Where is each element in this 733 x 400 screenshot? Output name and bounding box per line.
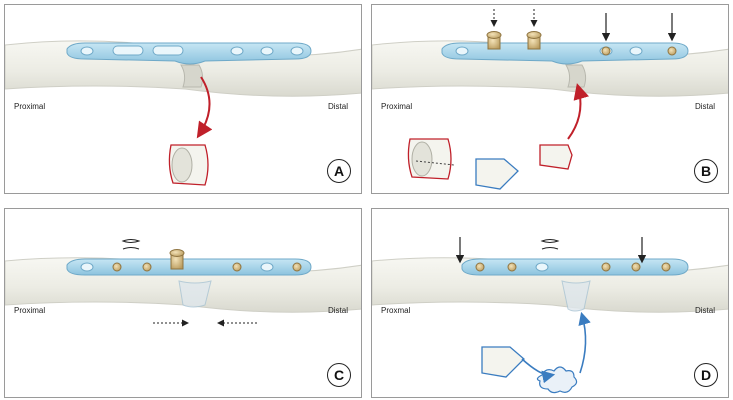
distal-label: Distal	[694, 102, 715, 111]
bone-plate	[66, 42, 312, 65]
bone-fragments	[407, 138, 573, 190]
bone-plate	[66, 258, 312, 276]
proximal-label: Proximal	[14, 102, 46, 111]
panel-label: B	[694, 159, 718, 183]
proximal-label: Proximal	[14, 306, 46, 315]
screws	[475, 262, 671, 272]
bone-fragments	[481, 346, 578, 394]
panel-label: C	[327, 363, 351, 387]
screws	[486, 31, 677, 56]
down-arrows	[455, 237, 647, 264]
panel-a: Proximal Distal A	[4, 4, 362, 194]
distal-label: Distal	[327, 306, 348, 315]
down-arrows	[490, 9, 677, 42]
screws	[112, 249, 302, 272]
red-curved-arrow	[567, 83, 589, 140]
panel-label: D	[694, 363, 718, 387]
panel-b: Proximal Distal B	[371, 4, 729, 194]
panel-d: Proxmal Distal D	[371, 208, 729, 398]
bone-fragment	[168, 144, 209, 186]
proximal-label: Proxmal	[381, 306, 411, 315]
spring-icon	[121, 239, 141, 250]
spring-icon	[540, 239, 560, 250]
distal-label: Distal	[327, 102, 348, 111]
bone-plate	[461, 258, 689, 276]
blue-arrows	[521, 311, 591, 384]
panel-label: A	[327, 159, 351, 183]
proximal-label: Proximal	[381, 102, 413, 111]
red-curved-arrow	[196, 76, 213, 139]
panel-c: Proximal Distal C	[4, 208, 362, 398]
distal-label: Distal	[694, 306, 715, 315]
